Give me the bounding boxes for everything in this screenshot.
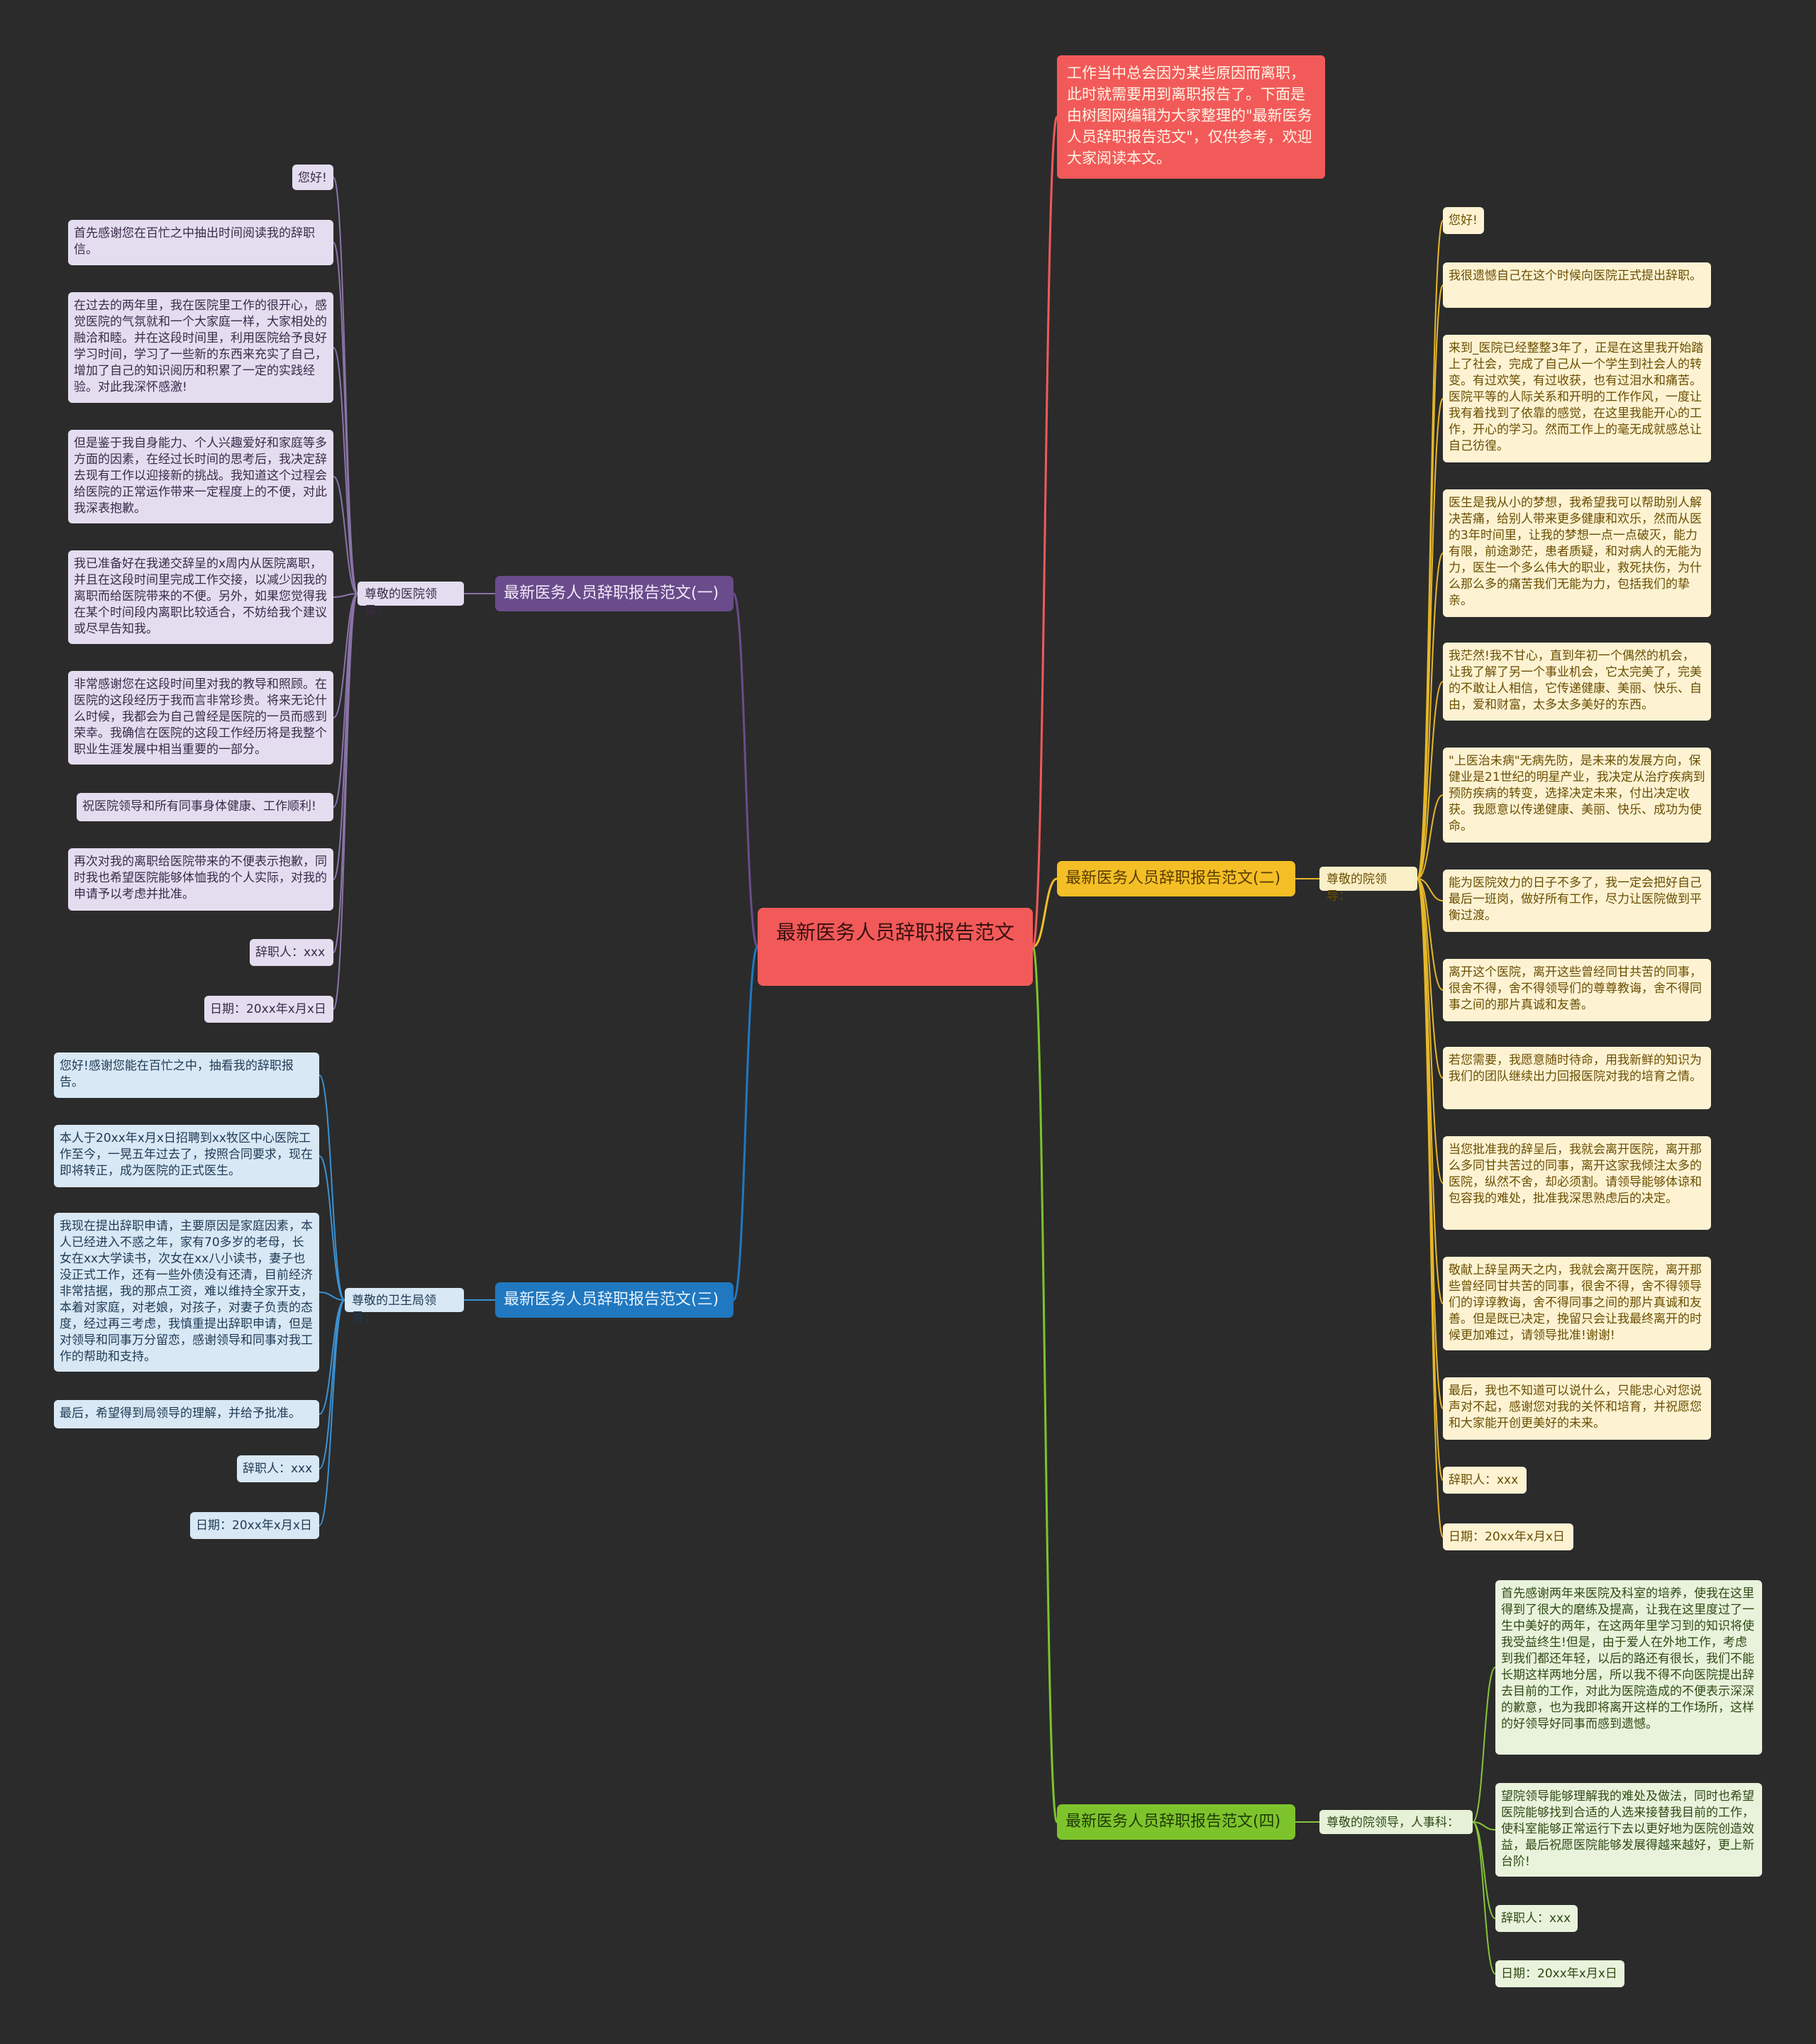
connector-line [1032,877,1058,948]
connector-line [1031,116,1058,948]
connector-line [333,347,358,594]
report-4-leaf[interactable]: 首先感谢两年来医院及科室的培养，使我在这里得到了很大的磨练及提高，让我在这里度过… [1495,1580,1762,1755]
report-2-leaf[interactable]: 您好! [1443,207,1484,234]
central-topic[interactable]: 最新医务人员辞职报告范文 [758,908,1033,986]
report-3-leaf[interactable]: 辞职人：xxx [237,1455,319,1482]
connector-line [1417,878,1444,991]
report-2-leaf[interactable]: 能为医院效力的日子不多了，我一定会把好自己最后一班岗，做好所有工作，尽力让医院做… [1443,870,1711,932]
report-1-leaf[interactable]: 但是鉴于我自身能力、个人兴趣爱好和家庭等多方面的因素，在经过长时间的思考后，我决… [68,430,333,523]
connector-line [319,1155,345,1301]
report-2-leaf[interactable]: 我很遗憾自己在这个时候向医院正式提出辞职。 [1443,262,1711,308]
connector-line [1031,945,1058,1823]
connector-line [319,1299,345,1526]
connector-line [319,1074,345,1301]
connector-line [319,1292,345,1301]
salutation-report-2[interactable]: 尊敬的院领导： [1319,867,1417,904]
connector-line [1417,552,1444,879]
branch-report-1[interactable]: 最新医务人员辞职报告范文(一) [495,576,733,611]
connector-line [1472,1667,1496,1823]
report-1-leaf[interactable]: 辞职人：xxx [250,939,333,966]
report-2-leaf[interactable]: 我茫然!我不甘心，直到年初一个偶然的机会，让我了解了另一个事业机会，它太完美了，… [1443,643,1711,721]
report-1-leaf[interactable]: 日期：20xx年x月x日 [204,996,333,1023]
connector-line [319,1299,345,1470]
report-2-leaf[interactable]: 当您批准我的辞呈后，我就会离开医院，离开那么多同甘共苦过的同事，离开这家我倾注太… [1443,1136,1711,1230]
report-3-leaf[interactable]: 最后，希望得到局领导的理解，并给予批准。 [54,1400,319,1428]
connector-line [1417,878,1444,1184]
report-2-leaf[interactable]: "上医治未病"无病先防，是未来的发展方向，保健业是21世纪的明星产业，我决定从治… [1443,748,1711,843]
connector-line [333,593,358,598]
branch-report-2[interactable]: 最新医务人员辞职报告范文(二) [1057,861,1295,896]
connector-line [1417,794,1444,879]
connector-line [732,945,759,1301]
salutation-report-3[interactable]: 尊敬的卫生局领导： [345,1288,464,1325]
branch-report-4[interactable]: 最新医务人员辞职报告范文(四) [1057,1804,1295,1840]
report-2-leaf[interactable]: 最后，我也不知道可以说什么，只能忠心对您说声对不起，感谢您对我的关怀和培育，并祝… [1443,1377,1711,1440]
connector-line [333,242,358,594]
connector-line [732,592,759,948]
connector-line [1472,1821,1496,1831]
report-4-leaf[interactable]: 日期：20xx年x月x日 [1495,1960,1624,1987]
connector-line [1417,878,1444,1409]
connector-line [1417,878,1444,1538]
connector-line [1472,1821,1496,1974]
report-2-leaf[interactable]: 来到_医院已经整整3年了，正是在这里我开始踏上了社会，完成了自己从一个学生到社会… [1443,335,1711,462]
salutation-report-1[interactable]: 尊敬的医院领导： [358,582,464,618]
connector-line [1417,878,1444,901]
report-2-leaf[interactable]: 若您需要，我愿意随时待命，用我新鲜的知识为我们的团队继续出力回报医院对我的培育之… [1443,1047,1711,1109]
connector-line [1417,878,1444,1079]
report-2-leaf[interactable]: 日期：20xx年x月x日 [1443,1523,1573,1550]
report-4-leaf[interactable]: 望院领导能够理解我的难处及做法，同时也希望医院能够找到合适的人选来接替我目前的工… [1495,1783,1762,1877]
report-1-leaf[interactable]: 您好! [292,165,333,190]
report-4-leaf[interactable]: 辞职人：xxx [1495,1905,1578,1932]
report-1-leaf[interactable]: 在过去的两年里，我在医院里工作的很开心，感觉医院的气氛就和一个大家庭一样，大家相… [68,292,333,403]
connector-line [333,476,358,594]
report-3-leaf[interactable]: 您好!感谢您能在百忙之中，抽看我的辞职报告。 [54,1052,319,1098]
report-3-leaf[interactable]: 本人于20xx年x月x日招聘到xx牧区中心医院工作至今，一晃五年过去了，按照合同… [54,1125,319,1187]
report-1-leaf[interactable]: 祝医院领导和所有同事身体健康、工作顺利! [77,793,333,821]
intro-note[interactable]: 工作当中总会因为某些原因而离职，此时就需要用到离职报告了。下面是由树图网编辑为大… [1057,55,1325,179]
connector-line [333,593,358,880]
report-2-leaf[interactable]: 敬献上辞呈两天之内，我就会离开医院，离开那些曾经同甘共苦的同事，很舍不得，舍不得… [1443,1257,1711,1350]
connector-line [319,1299,345,1415]
report-3-leaf[interactable]: 日期：20xx年x月x日 [190,1512,319,1539]
report-2-leaf[interactable]: 医生是我从小的梦想，我希望我可以帮助别人解决苦痛，给别人带来更多健康和欢乐，然而… [1443,489,1711,617]
connector-line [333,593,358,718]
salutation-report-4[interactable]: 尊敬的院领导，人事科： [1319,1810,1473,1834]
report-1-leaf[interactable]: 非常感谢您在这段时间里对我的教导和照顾。在医院的这段经历于我而言非常珍贵。将来无… [68,671,333,765]
report-1-leaf[interactable]: 我已准备好在我递交辞呈的x周内从医院离职，并且在这段时间里完成工作交接，以减少因… [68,550,333,644]
report-3-leaf[interactable]: 我现在提出辞职申请，主要原因是家庭因素，本人已经进入不惑之年，家有70多岁的老母… [54,1213,319,1372]
connector-line [1417,681,1444,879]
report-1-leaf[interactable]: 首先感谢您在百忙之中抽出时间阅读我的辞职信。 [68,220,333,265]
report-2-leaf[interactable]: 辞职人：xxx [1443,1467,1527,1494]
report-2-leaf[interactable]: 离开这个医院，离开这些曾经同甘共苦的同事，很舍不得，舍不得领导们的尊尊教诲，舍不… [1443,959,1711,1021]
connector-line [1417,398,1444,879]
connector-line [333,593,358,953]
connector-line [333,593,358,1010]
branch-report-3[interactable]: 最新医务人员辞职报告范文(三) [495,1282,733,1318]
report-1-leaf[interactable]: 再次对我的离职给医院带来的不便表示抱歉，同时我也希望医院能够体恤我的个人实际，对… [68,848,333,911]
